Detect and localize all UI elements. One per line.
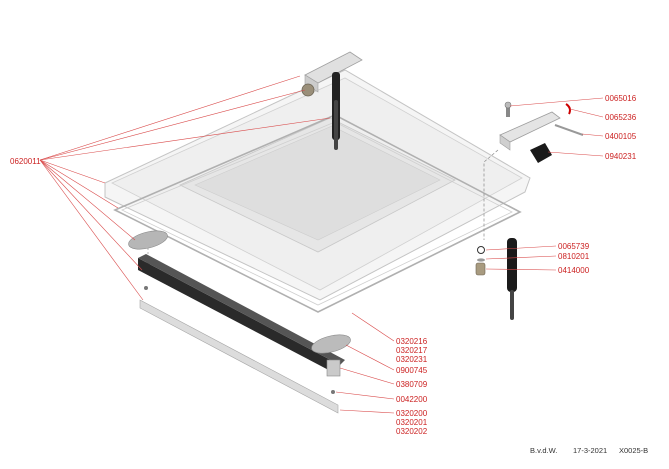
leader-lines-left — [39, 75, 331, 301]
label-0400105: 0400105 — [605, 132, 637, 141]
label-0320231: 0320231 — [396, 355, 428, 364]
label-0320202: 0320202 — [396, 427, 428, 436]
lid-body — [104, 69, 531, 301]
leader-lines-right — [335, 97, 604, 414]
footer-date: 17-3-2021 — [573, 446, 607, 455]
label-0414000: 0414000 — [558, 266, 590, 275]
label-0900745: 0900745 — [396, 366, 428, 375]
label-0320200: 0320200 — [396, 409, 428, 418]
label-0940231: 0940231 — [605, 152, 637, 161]
right-hinge — [483, 101, 584, 240]
drawing-footer: B.v.d.W. 17-3-2021 X0025-B — [530, 446, 648, 455]
label-0320201: 0320201 — [396, 418, 428, 427]
label-0065236: 0065236 — [605, 113, 637, 122]
label-0065739: 0065739 — [558, 242, 590, 251]
label-0320217: 0320217 — [396, 346, 428, 355]
front-handle — [128, 230, 351, 414]
footer-code: X0025-B — [619, 446, 648, 455]
footer-author: B.v.d.W. — [530, 446, 557, 455]
label-0320216: 0320216 — [396, 337, 428, 346]
label-0620011: 0620011 — [10, 157, 41, 166]
label-0810201: 0810201 — [558, 252, 590, 261]
left-hinge — [301, 51, 363, 150]
frame-gasket — [113, 114, 522, 313]
part-labels: 0620011 0065016 0065236 0400105 0940231 … — [10, 94, 637, 436]
gas-spring — [475, 238, 517, 320]
label-0065016: 0065016 — [605, 94, 637, 103]
label-0380709: 0380709 — [396, 380, 428, 389]
label-0042200: 0042200 — [396, 395, 428, 404]
